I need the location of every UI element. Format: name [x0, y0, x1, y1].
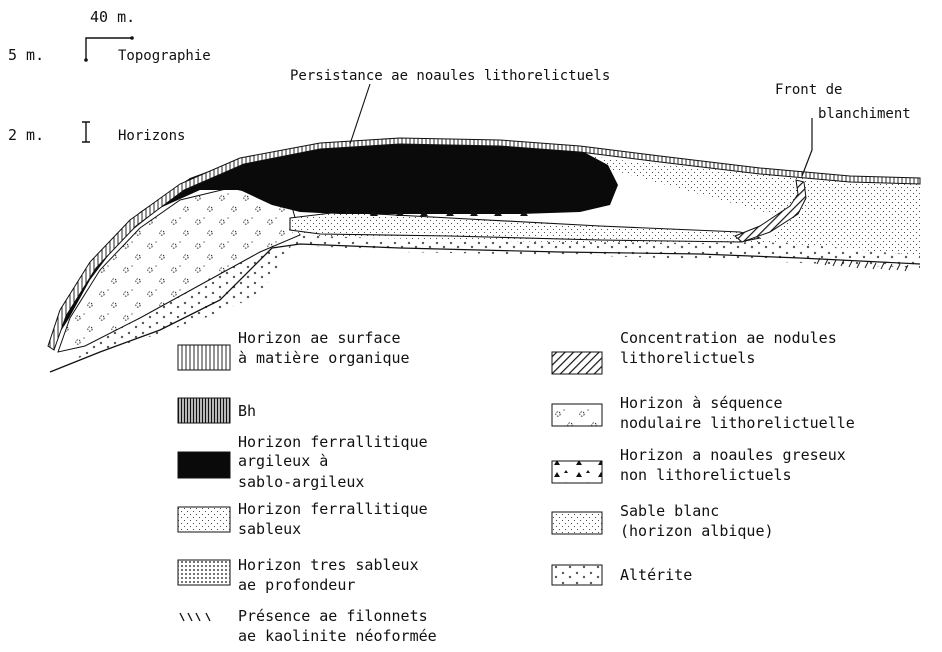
legend-label-concentration-1: Concentration ae nodules [620, 329, 837, 347]
scale-block: 40 m. 5 m. Topographie 2 m. Horizons [8, 8, 211, 144]
legend-label-sable-blanc-1: Sable blanc [620, 502, 719, 520]
front-annotation-line1: Front de [775, 82, 842, 98]
legend-swatch-ferral-sableux [178, 507, 230, 532]
legend-label-sableux-1: Horizon ferrallitique [238, 500, 428, 518]
legend-label-bh: Bh [238, 402, 256, 420]
scale-topo-label: Topographie [118, 48, 211, 64]
legend-label-greseux-1: Horizon a noaules greseux [620, 446, 846, 464]
front-annotation-line2: blanchiment [818, 106, 911, 122]
legend-left: Horizon ae surface à matière organique B… [178, 329, 437, 645]
legend-swatch-filonnets [180, 613, 210, 621]
legend-label-surface-1: Horizon ae surface [238, 329, 401, 347]
legend-label-tres-sableux-2: ae profondeur [238, 576, 355, 594]
legend-swatch-sequence [552, 404, 602, 426]
legend-label-sable-blanc-2: (horizon albique) [620, 522, 774, 540]
legend-label-argileux-1: Horizon ferrallitique [238, 433, 428, 451]
legend-swatch-sable-blanc [552, 512, 602, 534]
legend-label-concentration-2: lithorelictuels [620, 349, 755, 367]
persistence-annotation: Persistance ae noaules lithorelictuels [290, 68, 610, 84]
legend-label-tres-sableux-1: Horizon tres sableux [238, 556, 419, 574]
legend-swatch-surface [178, 345, 230, 370]
legend-swatch-ferral-argileux [178, 452, 230, 478]
scale-horizons-label: Horizons [118, 128, 185, 144]
legend-label-greseux-2: non lithorelictuels [620, 466, 792, 484]
legend-label-filonnets-2: ae kaolinite néoformée [238, 627, 437, 645]
legend-label-filonnets-1: Présence ae filonnets [238, 607, 428, 625]
legend-label-surface-2: à matière organique [238, 349, 410, 367]
legend-swatch-bh [178, 398, 230, 423]
persistence-leader-line [350, 84, 370, 144]
scale-vertical-label: 5 m. [8, 46, 44, 64]
legend-label-sableux-2: sableux [238, 520, 301, 538]
legend-label-sequence-2: nodulaire lithorelictuelle [620, 414, 855, 432]
legend-label-argileux-2: argileux à [238, 452, 328, 470]
legend-swatch-greseux [552, 461, 602, 483]
front-leader-line [802, 118, 812, 176]
legend-right: Concentration ae nodules lithorelictuels… [552, 329, 855, 585]
legend-label-sequence-1: Horizon à séquence [620, 394, 783, 412]
legend-label-argileux-3: sablo-argileux [238, 473, 364, 491]
scale-horizons-value: 2 m. [8, 126, 44, 144]
legend-label-alterite: Altérite [620, 566, 692, 584]
horizons-scale-bar-icon [82, 122, 90, 142]
legend-swatch-concentration [552, 352, 602, 374]
scale-horizontal-label: 40 m. [90, 8, 135, 26]
legend-swatch-tres-sableux [178, 560, 230, 585]
legend-swatch-alterite [552, 565, 602, 585]
